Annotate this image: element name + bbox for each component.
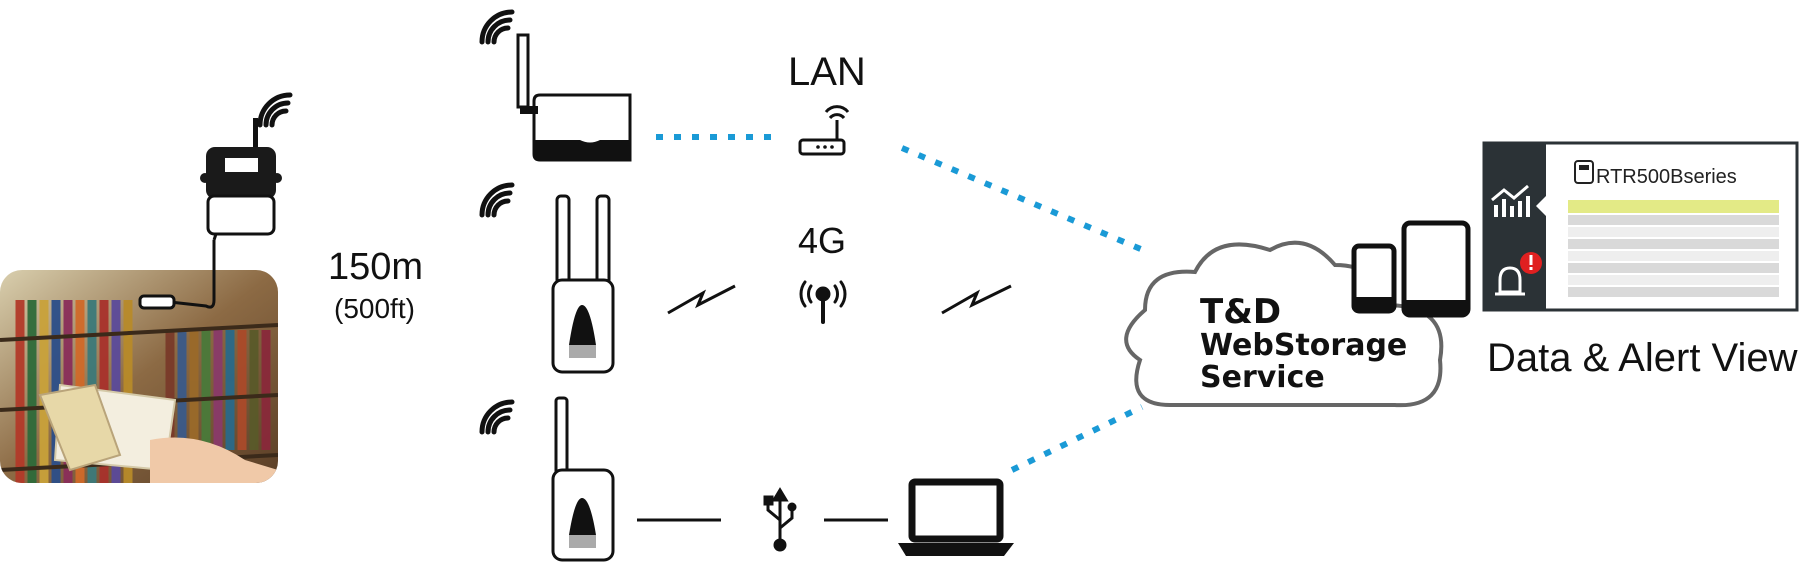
cellular-label: 4G xyxy=(798,220,847,261)
cloud-title-line3: Service xyxy=(1200,360,1325,395)
wireless-signal-icon xyxy=(479,182,515,218)
wireless-signal-icon xyxy=(257,92,293,128)
lan-label: LAN xyxy=(788,50,866,94)
data-alert-panel xyxy=(1482,141,1799,312)
wireless-signal-icon xyxy=(479,399,515,435)
data-table xyxy=(1568,200,1779,297)
lan-base-station xyxy=(516,33,632,162)
data-alert-view-caption: Data & Alert View xyxy=(1487,336,1798,380)
smartphone-icon xyxy=(1351,243,1397,314)
panel-device-name: RTR500Bseries xyxy=(1596,166,1737,188)
cellular-link xyxy=(667,284,1012,315)
cloud-title-line1: T&D xyxy=(1200,292,1282,332)
lan-link xyxy=(656,134,1145,253)
panel-device-icon xyxy=(1574,160,1594,184)
alarm-icon xyxy=(1495,252,1542,296)
range-feet-label: (500ft) xyxy=(334,293,415,324)
tablet-icon xyxy=(1401,220,1471,318)
wireless-signal-icon xyxy=(479,9,515,45)
router-icon xyxy=(798,105,850,156)
cloud-title-line2: WebStorage xyxy=(1200,328,1408,363)
usb-icon xyxy=(763,487,797,552)
usb-link xyxy=(1010,404,1144,473)
graph-icon xyxy=(1491,184,1530,217)
cellular-antenna-icon xyxy=(799,280,847,324)
laptop-icon xyxy=(898,478,1014,556)
usb-base-station xyxy=(551,396,615,562)
range-meters-label: 150m xyxy=(328,246,424,288)
cellular-base-station xyxy=(551,194,615,374)
remote-logger-device xyxy=(138,118,282,310)
